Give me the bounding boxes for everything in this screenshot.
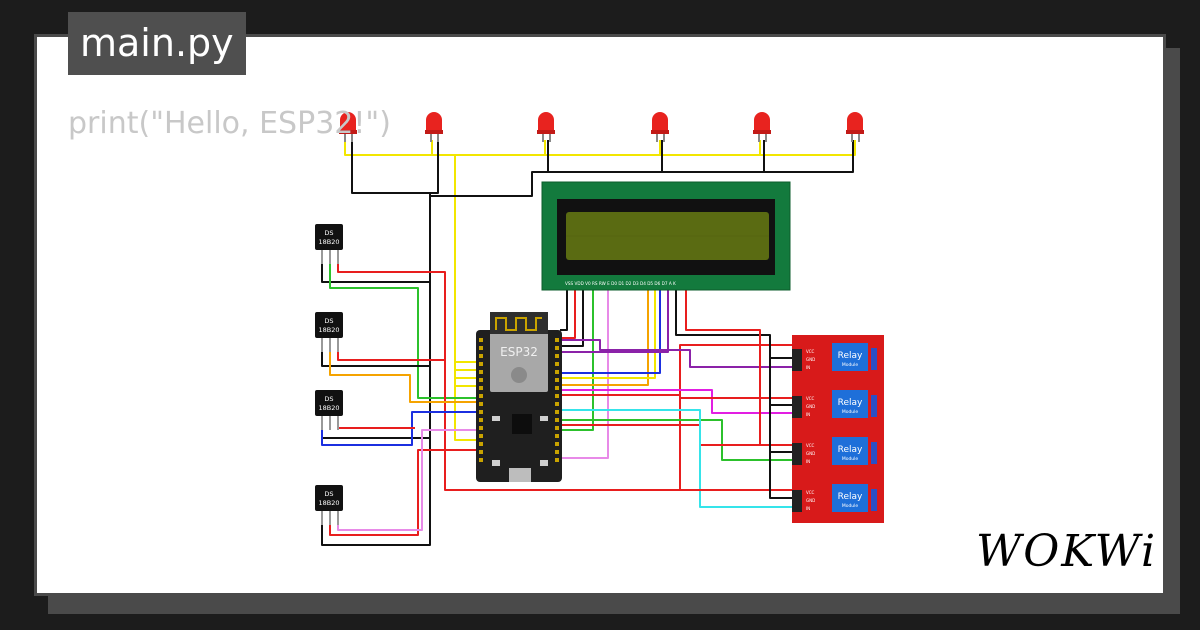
sensor-label-bottom: 18B20 bbox=[318, 404, 339, 412]
relay-pin-gnd: GND bbox=[806, 357, 815, 362]
wire-yellow-drop bbox=[454, 155, 478, 441]
diagram-card bbox=[34, 34, 1166, 596]
wire-relay2-magenta bbox=[560, 389, 792, 414]
relay-subtitle: Module bbox=[842, 503, 859, 509]
wire-relay3-green bbox=[560, 419, 792, 461]
relay-title: Relay bbox=[838, 398, 863, 408]
wire-relay-gnd-bus3 bbox=[769, 452, 792, 499]
wokwi-logo: WOKWi bbox=[976, 526, 1158, 577]
sensor-label-top: DS bbox=[324, 490, 333, 498]
wire-sensor2-black bbox=[321, 350, 430, 367]
relay-module-4[interactable]: Relay Module VCC GND IN bbox=[792, 476, 884, 523]
wire-sensor1-red bbox=[337, 262, 792, 491]
wire-relay2-red bbox=[560, 394, 792, 399]
relay-pin-in: IN bbox=[806, 365, 810, 370]
wire-lcd-blue bbox=[560, 288, 661, 374]
wire-lcd-pink bbox=[560, 288, 609, 459]
wire-lcd-purple bbox=[560, 288, 669, 353]
wire-lcd-green bbox=[560, 288, 594, 431]
wire-sensor1-black bbox=[321, 262, 430, 283]
relay-module-2[interactable]: Relay Module VCC GND IN bbox=[792, 382, 884, 429]
relay-subtitle: Module bbox=[842, 409, 859, 415]
wires bbox=[321, 140, 856, 546]
lcd-pin-labels: VSS VDD V0 RS RW E D0 D1 D2 D3 D4 D5 D6 … bbox=[565, 281, 676, 286]
wire-black-led1 bbox=[351, 140, 439, 194]
relay-title: Relay bbox=[838, 492, 863, 502]
sensor-ds18b20-4[interactable]: DS 18B20 bbox=[315, 485, 343, 525]
usb-port-icon bbox=[509, 468, 531, 482]
wire-lcd-black3 bbox=[675, 288, 792, 359]
relay-title: Relay bbox=[838, 351, 863, 361]
wire-sensor1-green bbox=[329, 262, 478, 399]
relay-pin-in: IN bbox=[806, 506, 810, 511]
wire-sensor2-red bbox=[337, 350, 445, 361]
sensor-label-top: DS bbox=[324, 229, 333, 237]
relay-module-3[interactable]: Relay Module VCC GND IN bbox=[792, 429, 884, 476]
relay-pin-in: IN bbox=[806, 412, 810, 417]
sensor-ds18b20-3[interactable]: DS 18B20 bbox=[315, 390, 343, 430]
en-button[interactable] bbox=[540, 460, 548, 466]
wire-sensor2-orange bbox=[329, 350, 478, 403]
esp32-board[interactable]: ESP32 bbox=[476, 312, 562, 482]
wire-lcd-black2 bbox=[560, 288, 584, 347]
led-3[interactable] bbox=[537, 112, 555, 142]
led-6[interactable] bbox=[846, 112, 864, 142]
wire-black-bus2 bbox=[430, 140, 854, 197]
wire-lcd-black1 bbox=[560, 288, 568, 331]
wire-relay1-purple bbox=[560, 339, 792, 368]
esp32-left-pins bbox=[479, 338, 483, 462]
sensor-label-bottom: 18B20 bbox=[318, 238, 339, 246]
wire-lcd-red1 bbox=[560, 288, 576, 339]
wire-sensor4-pink bbox=[337, 429, 478, 531]
led-2[interactable] bbox=[425, 112, 443, 142]
sensor-label-bottom: 18B20 bbox=[318, 499, 339, 507]
wire-lcd-yellow bbox=[560, 288, 656, 379]
esp32-right-pins bbox=[555, 338, 559, 462]
sensor-label-top: DS bbox=[324, 317, 333, 325]
led-5[interactable] bbox=[753, 112, 771, 142]
esp32-label: ESP32 bbox=[500, 345, 538, 359]
sensor-ds18b20-1[interactable]: DS 18B20 bbox=[315, 224, 343, 264]
code-preview-line: print("Hello, ESP32!") bbox=[68, 106, 391, 141]
relay-pin-gnd: GND bbox=[806, 404, 815, 409]
relay-pin-vcc: VCC bbox=[806, 396, 815, 401]
wire-sensor3-blue bbox=[321, 411, 478, 446]
wire-sensor4-red bbox=[329, 449, 478, 536]
wire-relay4-cyan bbox=[560, 409, 792, 508]
relay-pin-gnd: GND bbox=[806, 451, 815, 456]
relay-subtitle: Module bbox=[842, 362, 859, 368]
sensor-label-bottom: 18B20 bbox=[318, 326, 339, 334]
relay-subtitle: Module bbox=[842, 456, 859, 462]
relay-pin-vcc: VCC bbox=[806, 443, 815, 448]
wire-relay3-red bbox=[560, 424, 792, 446]
espressif-logo-icon bbox=[511, 367, 527, 383]
leds bbox=[339, 112, 864, 142]
boot-button[interactable] bbox=[492, 460, 500, 466]
relay-module-1[interactable]: Relay Module VCC GND IN bbox=[792, 335, 884, 382]
wire-lcd-red2 bbox=[685, 288, 761, 358]
relay-pin-vcc: VCC bbox=[806, 349, 815, 354]
relay-title: Relay bbox=[838, 445, 863, 455]
relay-pin-gnd: GND bbox=[806, 498, 815, 503]
lcd-display[interactable]: VSS VDD V0 RS RW E D0 D1 D2 D3 D4 D5 D6 … bbox=[541, 181, 791, 291]
relay-pin-in: IN bbox=[806, 459, 810, 464]
led-1[interactable] bbox=[339, 112, 357, 142]
sensor-label-top: DS bbox=[324, 395, 333, 403]
led-4[interactable] bbox=[651, 112, 669, 142]
relay-pin-vcc: VCC bbox=[806, 490, 815, 495]
wire-lcd-orange1 bbox=[560, 288, 649, 386]
sensor-ds18b20-2[interactable]: DS 18B20 bbox=[315, 312, 343, 352]
file-tab-main-py[interactable]: main.py bbox=[68, 12, 246, 75]
wire-yellow-led-bus bbox=[344, 140, 856, 156]
